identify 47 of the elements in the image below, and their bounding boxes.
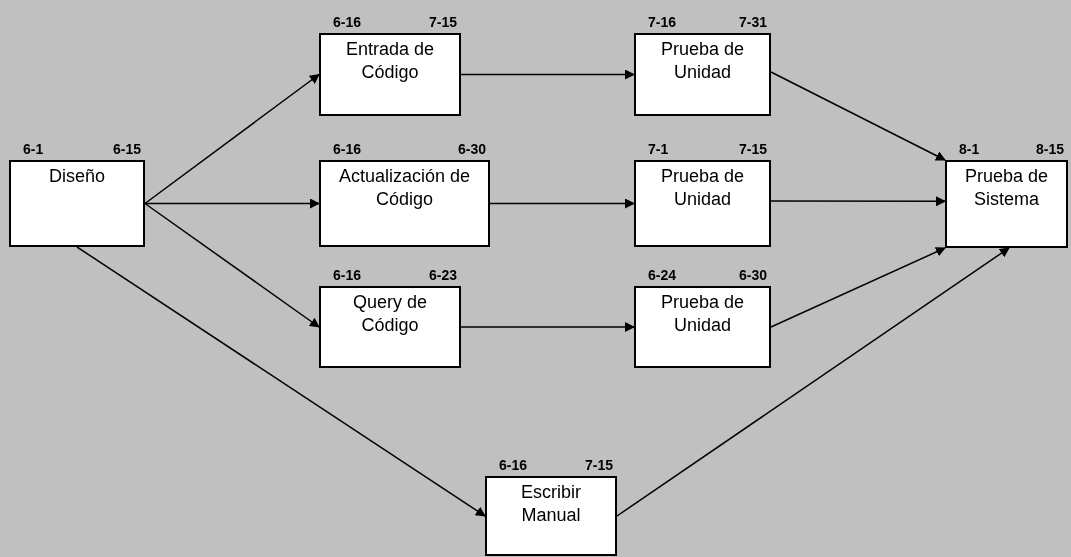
arrow bbox=[770, 247, 946, 328]
date-label: 6-30 bbox=[738, 266, 767, 284]
arrow bbox=[76, 246, 486, 517]
arrow bbox=[144, 202, 320, 328]
arrow bbox=[460, 69, 635, 80]
date-label: 6-16 bbox=[333, 266, 362, 284]
arrow bbox=[144, 73, 320, 205]
date-label: 6-16 bbox=[499, 456, 528, 474]
date-label: 6-23 bbox=[428, 266, 457, 284]
task-box bbox=[634, 160, 771, 247]
task-box bbox=[485, 476, 617, 556]
task-box bbox=[319, 33, 461, 116]
task-box bbox=[319, 160, 490, 247]
task-name: Query de Código bbox=[351, 291, 428, 337]
date-label: 6-16 bbox=[333, 140, 362, 158]
date-label: 7-16 bbox=[648, 13, 677, 31]
arrow bbox=[489, 198, 635, 209]
task-box bbox=[9, 160, 145, 247]
arrow bbox=[460, 322, 635, 332]
date-label: 6-16 bbox=[333, 13, 362, 31]
date-label: 7-15 bbox=[738, 140, 767, 158]
task-name: Diseño bbox=[49, 165, 105, 188]
date-label: 8-15 bbox=[1035, 140, 1064, 158]
date-label: 6-15 bbox=[112, 140, 141, 158]
date-label: 8-1 bbox=[959, 140, 980, 158]
arrow bbox=[770, 196, 946, 207]
task-box bbox=[319, 286, 461, 368]
task-name: Entrada de Código bbox=[344, 38, 436, 84]
arrow bbox=[770, 71, 946, 161]
date-label: 7-15 bbox=[584, 456, 613, 474]
task-name: Prueba de Unidad bbox=[659, 38, 746, 84]
date-label: 6-30 bbox=[457, 140, 486, 158]
arrow bbox=[616, 247, 1010, 517]
task-name: Prueba de Unidad bbox=[659, 291, 746, 337]
date-label: 7-1 bbox=[648, 140, 669, 158]
task-box bbox=[634, 33, 771, 116]
arrow bbox=[144, 198, 320, 209]
date-label: 7-31 bbox=[738, 13, 767, 31]
task-name: Prueba de Unidad bbox=[659, 165, 746, 211]
task-box bbox=[945, 160, 1068, 248]
task-box bbox=[634, 286, 771, 368]
date-label: 7-15 bbox=[428, 13, 457, 31]
task-name: Escribir Manual bbox=[520, 481, 582, 527]
task-name: Prueba de Sistema bbox=[963, 165, 1050, 211]
task-name: Actualización de Código bbox=[337, 165, 472, 211]
date-label: 6-1 bbox=[23, 140, 44, 158]
date-label: 6-24 bbox=[648, 266, 677, 284]
